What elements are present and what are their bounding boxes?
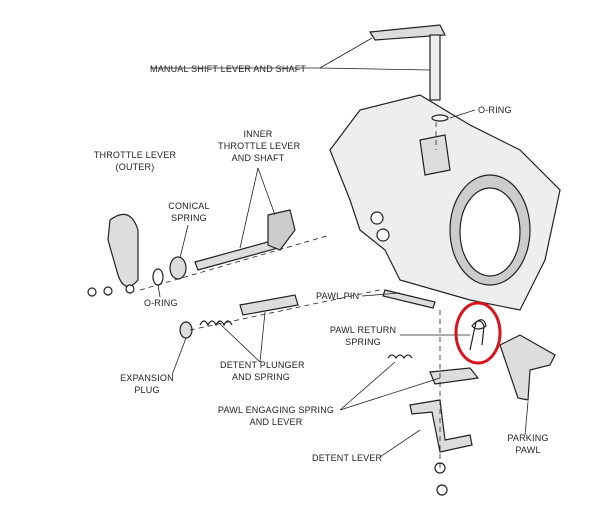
label-line: AND LEVER [249, 417, 303, 427]
label-parking-pawl: PARKING PAWL [504, 432, 552, 456]
label-line: THROTTLE LEVER [93, 150, 177, 160]
outer-throttle-lever [107, 213, 139, 287]
pawl-engaging-lever [429, 367, 480, 385]
label-conical-spring: CONICAL SPRING [164, 200, 214, 224]
label-expansion-plug: EXPANSION PLUG [118, 372, 176, 396]
label-line: DETENT PLUNGER [220, 360, 305, 370]
label-throttle-lever-outer: THROTTLE LEVER (OUTER) [92, 149, 178, 173]
manual-shift-lever [368, 24, 449, 122]
label-line: PARKING [507, 433, 549, 443]
label-line: PAWL [515, 445, 541, 455]
pawl-pin [382, 289, 436, 309]
label-line: PAWL ENGAGING SPRING [217, 405, 335, 415]
label-line: SPRING [171, 213, 207, 223]
label-inner-throttle-lever: INNER THROTTLE LEVER AND SHAFT [218, 128, 301, 164]
detent-lever [409, 399, 473, 453]
label-o-ring-left: O-RING [144, 298, 178, 308]
label-detent-lever: DETENT LEVER [312, 453, 383, 463]
highlight-circle [454, 301, 502, 365]
label-line: AND SHAFT [231, 153, 285, 163]
label-line: AND SPRING [231, 372, 290, 382]
label-manual-shift-lever: MANUAL SHIFT LEVER AND SHAFT [150, 64, 307, 74]
label-line: INNER [243, 129, 273, 139]
label-pawl-return-spring: PAWL RETURN SPRING [326, 324, 400, 348]
label-pawl-engaging-spring: PAWL ENGAGING SPRING AND LEVER [210, 404, 342, 428]
transmission-case [329, 94, 561, 311]
label-pawl-pin: PAWL PIN [316, 291, 360, 301]
label-line: CONICAL [168, 201, 210, 211]
label-line: PLUG [134, 385, 160, 395]
detent-plunger [239, 294, 299, 316]
label-o-ring-top: O-RING [478, 105, 512, 115]
label-line: SPRING [345, 337, 381, 347]
label-line: PAWL RETURN [329, 325, 397, 335]
inner-throttle-shaft [194, 239, 279, 271]
label-line: (OUTER) [115, 162, 155, 172]
label-line: EXPANSION [120, 373, 174, 383]
label-detent-plunger: DETENT PLUNGER AND SPRING [220, 359, 305, 383]
pawl-return-spring [469, 319, 487, 351]
label-line: THROTTLE LEVER [218, 141, 301, 151]
parking-pawl [499, 334, 556, 401]
